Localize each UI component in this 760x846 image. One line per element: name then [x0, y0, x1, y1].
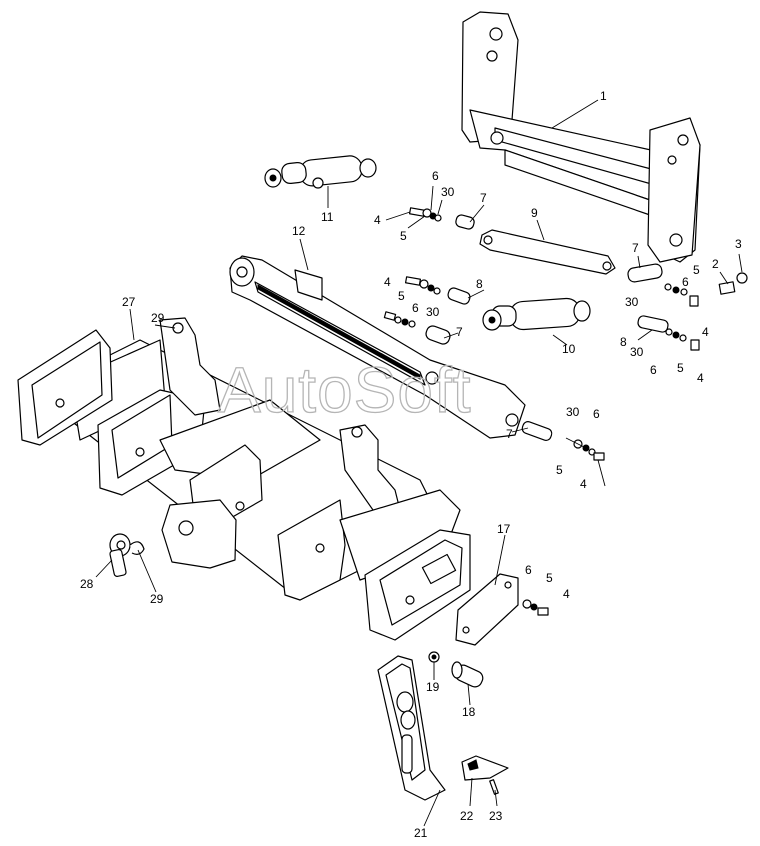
- callout-6: 6: [412, 301, 419, 315]
- callout-5: 5: [556, 463, 563, 477]
- part-23-bolt: [489, 779, 499, 795]
- callout-4: 4: [702, 325, 709, 339]
- callout-8: 8: [620, 335, 627, 349]
- callout-7: 7: [456, 325, 463, 339]
- callout-4: 4: [580, 477, 587, 491]
- callout-28: 28: [80, 577, 94, 591]
- callout-30: 30: [625, 295, 639, 309]
- callout-5: 5: [546, 571, 553, 585]
- callout-6: 6: [682, 275, 689, 289]
- callout-6: 6: [432, 169, 439, 183]
- callout-4: 4: [374, 213, 381, 227]
- callouts: 1 2 3 4 4 4 4 4 4 5 5 5 5 5 5 6 6 6 6 6 …: [80, 89, 742, 840]
- callout-30: 30: [426, 305, 440, 319]
- callout-10: 10: [562, 342, 576, 356]
- callout-29: 29: [151, 311, 165, 325]
- callout-30: 30: [566, 405, 580, 419]
- callout-6: 6: [593, 407, 600, 421]
- part-28-pin: [109, 533, 131, 578]
- part-18-pin: [451, 661, 484, 688]
- part-17-cover-plate: [455, 573, 519, 646]
- callout-30: 30: [441, 185, 455, 199]
- callout-11: 11: [321, 210, 334, 224]
- part-1-frame: [461, 11, 701, 263]
- callout-5: 5: [398, 289, 405, 303]
- callout-17: 17: [497, 522, 511, 536]
- callout-6: 6: [650, 363, 657, 377]
- callout-5: 5: [693, 263, 700, 277]
- callout-21: 21: [414, 826, 428, 840]
- part-12-main-beam: [229, 255, 526, 439]
- hardware-group: [383, 207, 748, 616]
- callout-27: 27: [122, 295, 136, 309]
- part-22-point: [461, 755, 509, 781]
- callout-4: 4: [697, 371, 704, 385]
- leader-lines: [95, 99, 743, 827]
- callout-19: 19: [426, 680, 440, 694]
- callout-7: 7: [632, 241, 639, 255]
- part-10-cylinder: [482, 297, 591, 331]
- callout-7: 7: [506, 427, 513, 441]
- callout-29: 29: [150, 592, 164, 606]
- part-11-cylinder: [264, 155, 377, 189]
- callout-4: 4: [384, 275, 391, 289]
- callout-4: 4: [563, 587, 570, 601]
- callout-2: 2: [712, 257, 719, 271]
- callout-22: 22: [460, 809, 474, 823]
- callout-7: 7: [480, 191, 487, 205]
- callout-3: 3: [735, 237, 742, 251]
- callout-5: 5: [400, 229, 407, 243]
- callout-1: 1: [600, 89, 607, 103]
- watermark: AutoSoft: [218, 354, 472, 426]
- part-27-chassis: [17, 317, 471, 641]
- callout-12: 12: [292, 224, 306, 238]
- callout-23: 23: [489, 809, 503, 823]
- callout-9: 9: [531, 206, 538, 220]
- part-9-link-bar: [479, 229, 616, 275]
- callout-30: 30: [630, 345, 644, 359]
- callout-18: 18: [462, 705, 476, 719]
- part-19-grease-nipple: [428, 651, 440, 663]
- callout-5: 5: [677, 361, 684, 375]
- callout-6: 6: [525, 563, 532, 577]
- part-21-tine-shank: [377, 655, 446, 801]
- part-29-clip: [129, 541, 145, 555]
- callout-8: 8: [476, 277, 483, 291]
